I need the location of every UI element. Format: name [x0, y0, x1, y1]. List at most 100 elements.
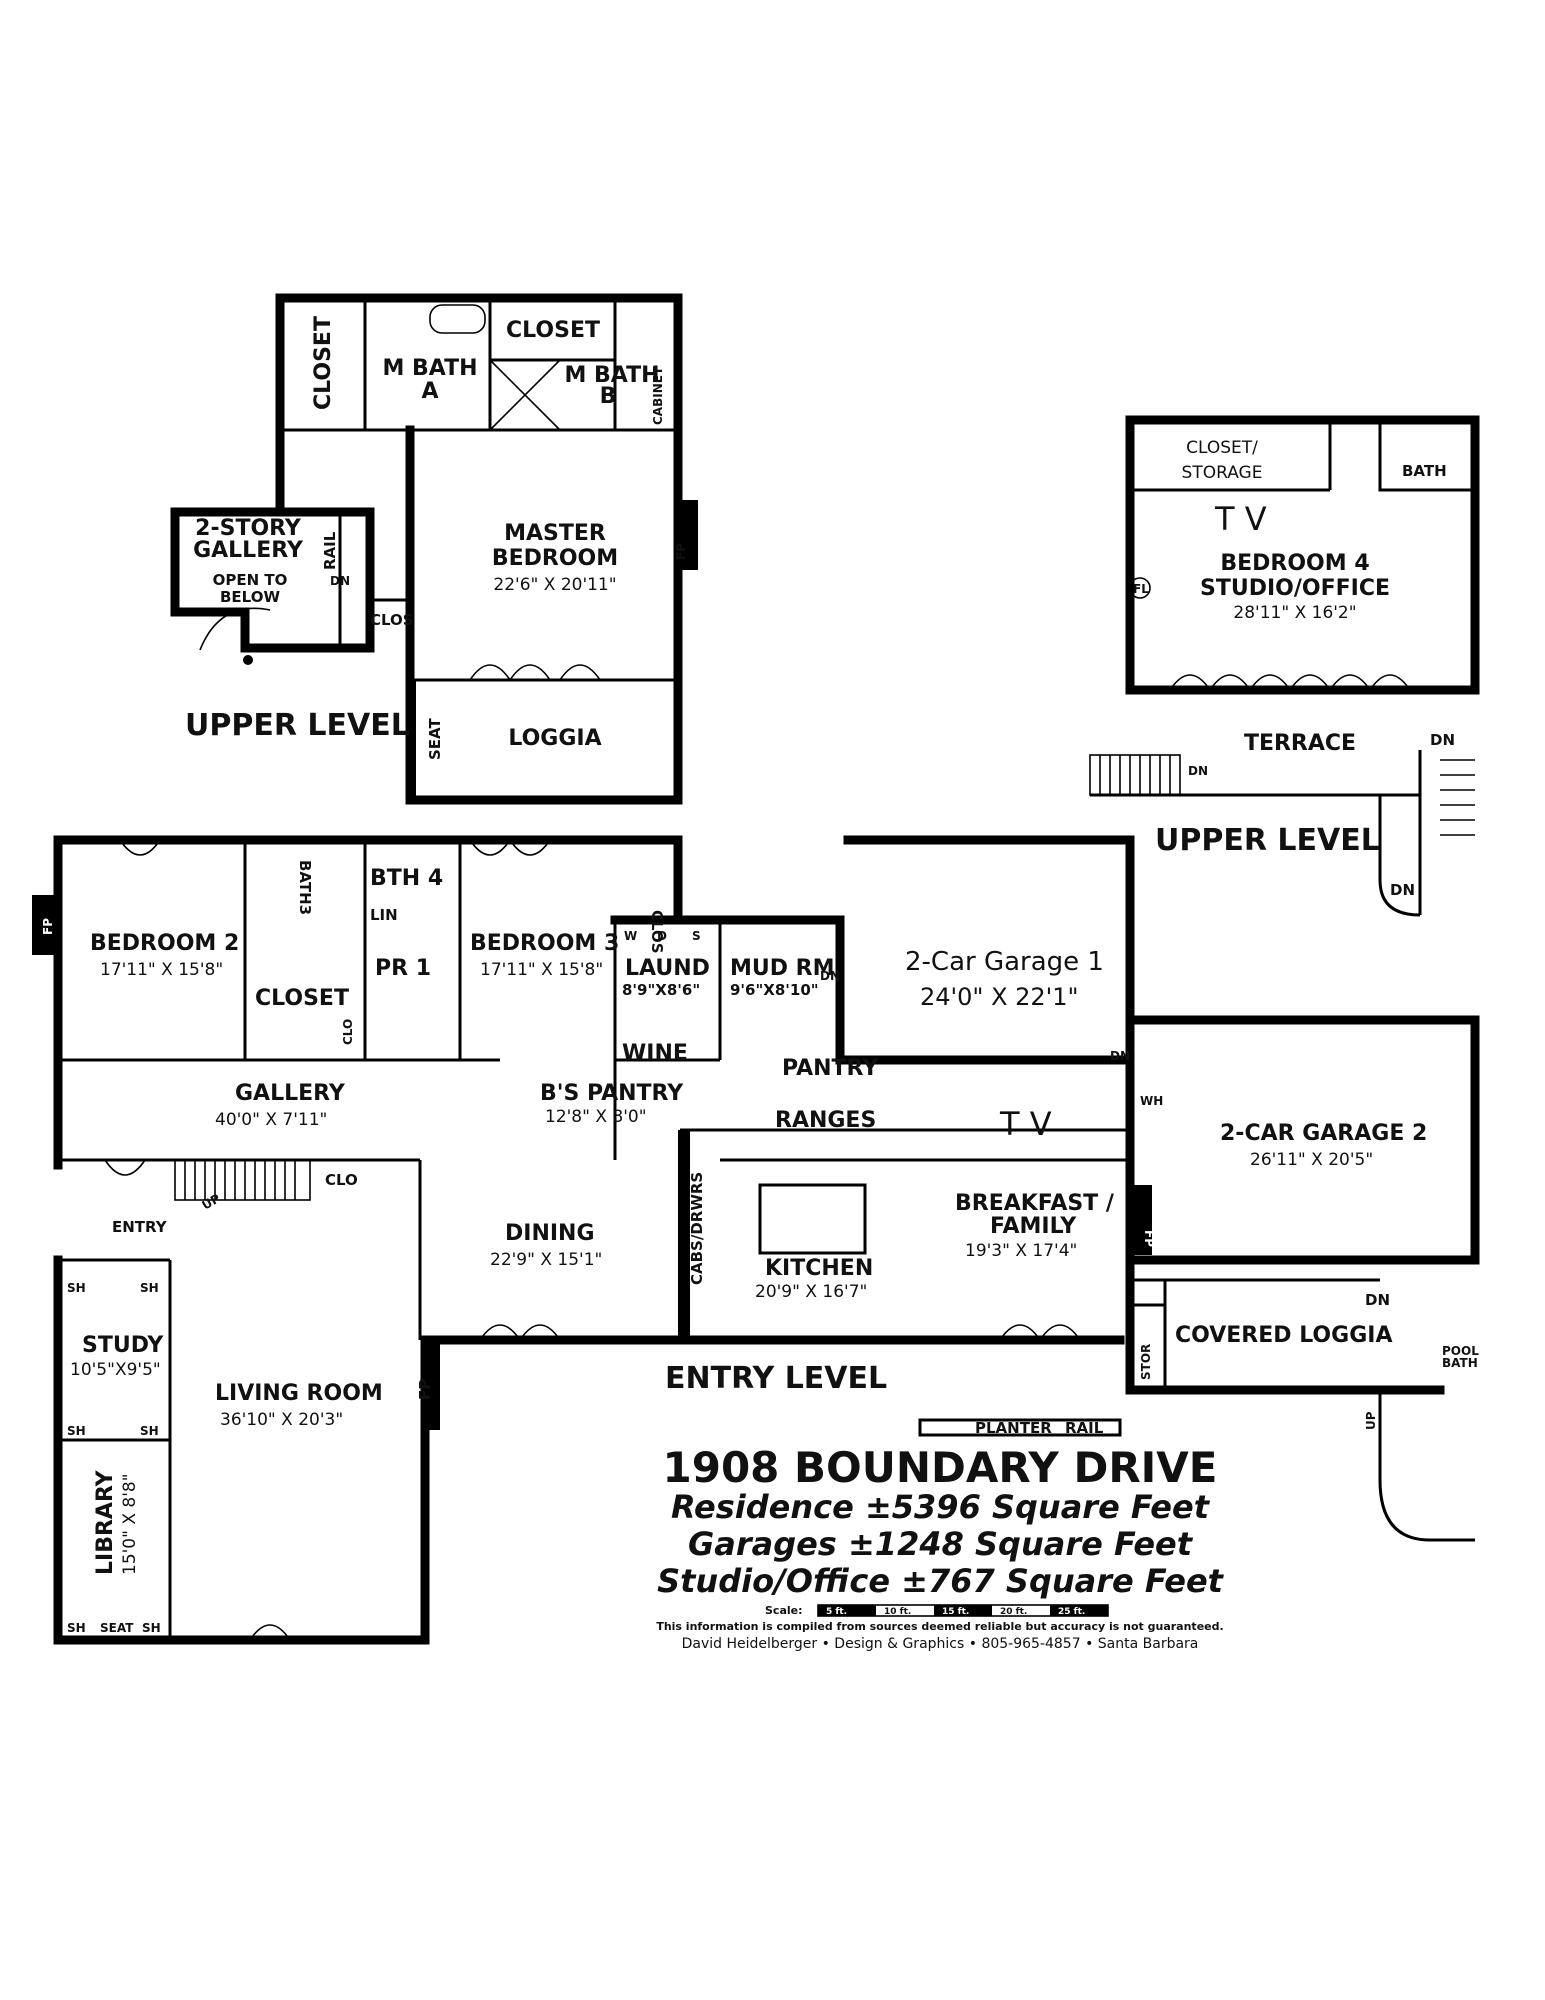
rail-label: RAIL [321, 531, 339, 570]
garage1-label: 2-Car Garage 1 [905, 947, 1104, 977]
gallery-label: GALLERY [235, 1081, 346, 1106]
fp-living-2: FP [434, 1443, 448, 1460]
clos-upper-label: CLOS [370, 611, 414, 629]
upper-level-left: CLOSET M BATH A CLOSET M BATH B CABINET … [170, 293, 698, 805]
bedroom4-dim: 28'11" X 16'2" [1233, 603, 1356, 623]
disclaimer: This information is compiled from source… [656, 1620, 1223, 1633]
dn-stair-bottom: DN [1390, 881, 1415, 899]
entry-label: ENTRY [112, 1218, 168, 1236]
living-room-dim: 36'10" X 20'3" [220, 1410, 343, 1430]
bedroom3-label: BEDROOM 3 [470, 931, 619, 956]
closet-storage-sub: STORAGE [1182, 463, 1263, 483]
pantry-label: PANTRY [782, 1056, 879, 1081]
lin-label: LIN [370, 906, 398, 924]
scale-tick-2: 10 ft. [884, 1607, 911, 1617]
cabs-drwrs-label: CABS/DRWRS [688, 1172, 706, 1285]
pool-bath-sub: BATH [1442, 1356, 1478, 1370]
fp-bedroom2: FP [41, 918, 55, 935]
dining-label: DINING [505, 1221, 595, 1246]
library-dim: 15'0" X 8'8" [120, 1473, 140, 1575]
library-label: LIBRARY [93, 1469, 118, 1575]
sh-5: SH [67, 1621, 86, 1635]
fp-living-1: FP [416, 1379, 434, 1400]
garage2-label: 2-CAR GARAGE 2 [1220, 1121, 1427, 1146]
breakfast-dim: 19'3" X 17'4" [965, 1241, 1077, 1261]
rail-entry-label: RAIL [1065, 1419, 1104, 1437]
dn-terrace: DN [1188, 764, 1208, 778]
upper-level-left-label: UPPER LEVEL [185, 708, 410, 743]
up-pool: UP [1364, 1411, 1378, 1430]
closet-top-label: CLOSET [506, 318, 600, 343]
bedroom2-label: BEDROOM 2 [90, 931, 239, 956]
seat-entry: SEAT [100, 1621, 134, 1635]
master-bedroom-sub: BEDROOM [492, 546, 618, 571]
bedroom4-sub: STUDIO/OFFICE [1200, 576, 1390, 601]
sh-1: SH [67, 1281, 86, 1295]
studio-sqft: Studio/Office ±767 Square Feet [657, 1562, 1225, 1600]
laund-s: S [692, 929, 701, 943]
bs-pantry-label: B'S PANTRY [540, 1081, 684, 1106]
sh-2: SH [140, 1281, 159, 1295]
clo-entry-label: CLO [325, 1171, 358, 1189]
fp-breakfast: FP [1142, 1230, 1156, 1247]
master-bedroom-label: MASTER [504, 521, 606, 546]
seat-upper: SEAT [426, 718, 444, 760]
open-to-below-label: OPEN TO [213, 571, 288, 589]
study-label: STUDY [82, 1333, 164, 1358]
garage1-dim: 24'0" X 22'1" [920, 983, 1079, 1011]
scale-tick-4: 20 ft. [1000, 1607, 1027, 1617]
upper-level-right: CLOSET/ STORAGE BATH T V BEDROOM 4 STUDI… [1089, 415, 1480, 917]
gallery-2story-label: 2-STORY [195, 516, 302, 541]
bath3-label: BATH3 [296, 860, 314, 915]
bs-pantry-dim: 12'8" X 8'0" [545, 1107, 647, 1127]
up-entry: UP [200, 1191, 223, 1212]
dining-dim: 22'9" X 15'1" [490, 1250, 602, 1270]
garages-sqft: Garages ±1248 Square Feet [688, 1525, 1194, 1563]
m-bath-b-label: M BATH [564, 363, 659, 388]
open-to-below-sub: BELOW [220, 588, 280, 606]
m-bath-b-sub: B [600, 384, 617, 409]
clo-label: CLO [341, 1019, 355, 1045]
master-bedroom-dim: 22'6" X 20'11" [493, 575, 616, 595]
clos-entry-label: CLOS [648, 910, 666, 954]
pool-bath-label: POOL [1442, 1344, 1479, 1358]
fp-master: FP [674, 543, 688, 560]
living-room-label: LIVING ROOM [215, 1381, 383, 1406]
laund-dim: 8'9"X8'6" [622, 981, 700, 999]
wine-label: WINE [622, 1041, 688, 1066]
loggia-label: LOGGIA [508, 726, 601, 751]
mud-rm-dim: 9'6"X8'10" [730, 981, 819, 999]
bedroom3-dim: 17'11" X 15'8" [480, 960, 603, 980]
fl-label: FL [1133, 582, 1149, 596]
dn-loggia: DN [1365, 1291, 1390, 1309]
covered-loggia-label: COVERED LOGGIA [1175, 1323, 1392, 1348]
m-bath-a-label: M BATH [382, 356, 477, 381]
scale-tick-1: 5 ft. [826, 1607, 847, 1617]
scale-tick-5: 25 ft. [1058, 1607, 1085, 1617]
bath-upper-label: BATH [1402, 462, 1447, 480]
scale-tick-3: 15 ft. [942, 1607, 969, 1617]
address-title: 1908 BOUNDARY DRIVE [663, 1443, 1218, 1492]
sh-4: SH [140, 1424, 159, 1438]
scale-label: Scale: [765, 1604, 803, 1617]
closet-storage-label: CLOSET/ [1186, 438, 1258, 458]
bth4-label: BTH 4 [370, 866, 443, 891]
residence-sqft: Residence ±5396 Square Feet [671, 1488, 1211, 1526]
gallery-dim: 40'0" X 7'11" [215, 1110, 327, 1130]
dn-garage1: DN [1110, 1049, 1130, 1063]
stor-label: STOR [1139, 1344, 1153, 1380]
sh-3: SH [67, 1424, 86, 1438]
pr1-label: PR 1 [375, 956, 431, 981]
bedroom4-label: BEDROOM 4 [1220, 551, 1369, 576]
m-bath-a-sub: A [421, 379, 438, 404]
sh-6: SH [142, 1621, 161, 1635]
terrace-label: TERRACE [1244, 731, 1356, 756]
closet-mid-label: CLOSET [255, 986, 349, 1011]
cabinet-label: CABINET [651, 366, 665, 425]
laund-w: W [624, 929, 637, 943]
laund-label: LAUND [625, 956, 710, 981]
tv-entry-label: T V [999, 1105, 1052, 1143]
mud-rm-label: MUD RM [730, 956, 835, 981]
wh-label: WH [1140, 1094, 1163, 1108]
entry-level-label: ENTRY LEVEL [665, 1361, 887, 1396]
